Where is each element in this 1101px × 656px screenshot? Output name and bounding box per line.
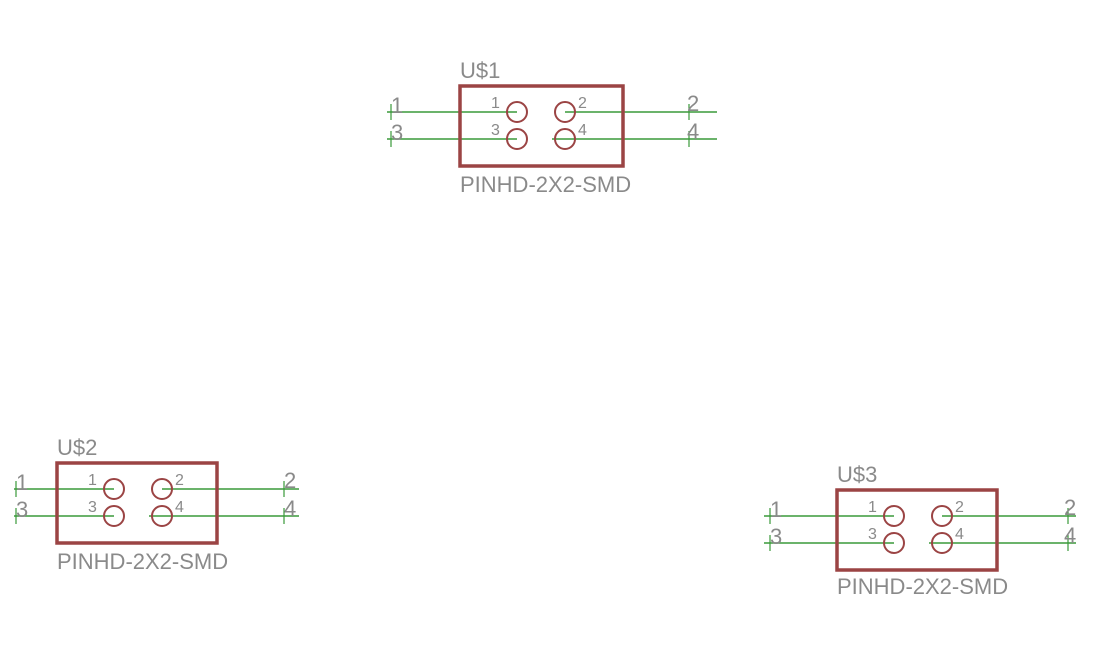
pad-2[interactable] [151,478,173,500]
pin-end-label: 4 [1064,523,1076,548]
component-body [458,84,625,168]
component-name: U$3 [837,462,877,487]
pad-label: 1 [88,472,97,489]
pad-3[interactable] [883,532,905,554]
pin-end-label: 1 [391,93,403,118]
pad-label: 3 [491,122,500,139]
component-value: PINHD-2X2-SMD [460,172,631,197]
pin-end-label: 2 [284,468,296,493]
pin-end-label: 1 [770,497,782,522]
pin-end-label: 4 [284,496,296,521]
pin-end-label: 4 [687,119,699,144]
pin-end-label: 1 [16,470,28,495]
pad-2[interactable] [931,505,953,527]
component-u2[interactable]: U$2 1 3 2 4 1 2 3 4 PINHD-2X2-SMD [14,435,299,574]
pad-4[interactable] [151,505,173,527]
pad-1[interactable] [883,505,905,527]
pad-1[interactable] [103,478,125,500]
component-body [55,461,219,545]
pad-label: 2 [955,499,964,516]
pad-1[interactable] [506,101,528,123]
component-body [835,488,999,572]
pad-label: 4 [955,526,964,543]
pad-label: 2 [578,95,587,112]
pad-label: 1 [491,95,500,112]
pad-label: 3 [868,526,877,543]
pin-end-label: 2 [1064,495,1076,520]
pad-label: 4 [175,499,184,516]
pin-end-label: 3 [391,120,403,145]
pad-label: 3 [88,499,97,516]
component-name: U$2 [57,435,97,460]
component-name: U$1 [460,58,500,83]
pin-end-label: 2 [687,91,699,116]
pad-3[interactable] [506,128,528,150]
pin-end-label: 3 [770,524,782,549]
pad-label: 4 [578,122,587,139]
pad-4[interactable] [931,532,953,554]
component-value: PINHD-2X2-SMD [57,549,228,574]
component-u1[interactable]: U$1 1 3 2 4 1 2 3 4 PINHD-2X2-SMD [387,58,717,197]
pad-2[interactable] [554,101,576,123]
component-value: PINHD-2X2-SMD [837,574,1008,599]
pad-3[interactable] [103,505,125,527]
pad-label: 2 [175,472,184,489]
pad-label: 1 [868,499,877,516]
pin-end-label: 3 [16,497,28,522]
pad-4[interactable] [554,128,576,150]
component-u3[interactable]: U$3 1 3 2 4 1 2 3 4 PINHD-2X2-SMD [764,462,1076,599]
